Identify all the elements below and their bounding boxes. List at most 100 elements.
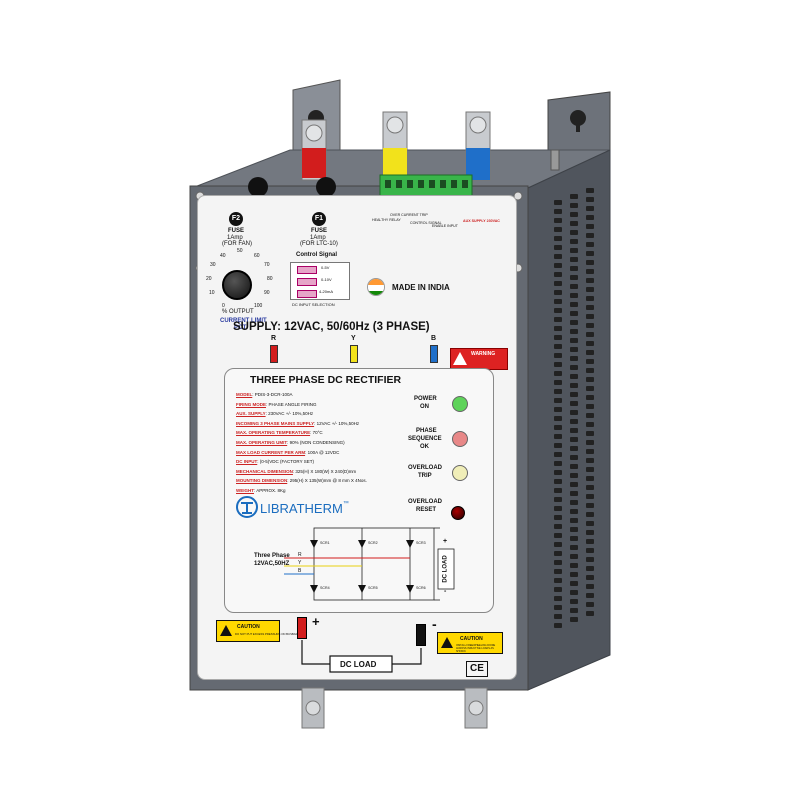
vent-slot <box>554 578 562 583</box>
spec-value: : PHASE ANGLE FIRING <box>266 401 317 407</box>
vent-slot <box>570 392 578 397</box>
overload-reset-button[interactable] <box>451 506 465 520</box>
vent-slot <box>570 617 578 622</box>
phase-marker-r <box>270 345 278 363</box>
brand-tm: ™ <box>342 501 349 507</box>
vent-slot <box>570 509 578 514</box>
vent-slot <box>586 278 594 283</box>
terminal-label: CONTROL SIGNAL <box>410 221 442 225</box>
vent-slot <box>570 455 578 460</box>
vent-slot <box>570 221 578 226</box>
vent-slot <box>586 602 594 607</box>
vent-slot <box>570 239 578 244</box>
output-terminal-negative <box>416 624 426 646</box>
vent-slot <box>554 605 562 610</box>
spec-row: WEIGHT: APPROX. 8Kg <box>236 487 286 494</box>
spec-value: : (0-5)VDC (FACTORY SET) <box>257 459 315 465</box>
terminal-label: ENABLE INPUT <box>432 224 458 228</box>
spec-row: INCOMING 3 PHASE MAINS SUPPLY: 12VAC +/-… <box>236 420 359 427</box>
spec-row: DC INPUT: (0-5)VDC (FACTORY SET) <box>236 458 314 465</box>
vent-slot <box>570 365 578 370</box>
vent-slot <box>554 335 562 340</box>
vent-slot <box>570 482 578 487</box>
pot-tick: 100 <box>254 303 263 309</box>
vent-slot <box>570 563 578 568</box>
spec-key: DC INPUT <box>236 459 258 465</box>
side-vents <box>548 160 604 660</box>
spec-value: : 230VAC +/- 10%,50Hz <box>265 411 314 417</box>
vent-slot <box>554 542 562 547</box>
vent-slot <box>554 371 562 376</box>
circuit-phase-b: B <box>298 568 302 574</box>
control-signal-caption: DC INPUT SELECTION <box>292 302 335 307</box>
vent-slot <box>554 479 562 484</box>
pot-title-line1: CURRENT LIMIT <box>220 318 267 324</box>
vent-slot <box>586 332 594 337</box>
vent-slot <box>586 413 594 418</box>
vent-slot <box>570 266 578 271</box>
spec-key: WEIGHT <box>236 488 254 493</box>
caution-left-title: CAUTION <box>237 624 260 630</box>
vent-slot <box>554 551 562 556</box>
brand-name: LIBRATHERM™ <box>260 501 349 516</box>
vent-slot <box>554 425 562 430</box>
vent-slot <box>554 524 562 529</box>
pot-tick: 40 <box>220 253 226 259</box>
vent-slot <box>554 317 562 322</box>
vent-slot <box>586 251 594 256</box>
vent-slot <box>554 200 562 205</box>
vent-slot <box>586 458 594 463</box>
vent-slot <box>554 281 562 286</box>
pot-output-label: % OUTPUT <box>222 309 254 315</box>
supply-rating: SUPPLY: 12VAC, 50/60Hz (3 PHASE) <box>233 321 430 333</box>
vent-slot <box>554 362 562 367</box>
vent-slot <box>586 494 594 499</box>
scr-label: SCR3 <box>416 541 426 545</box>
spec-key: AUX. SUPPLY <box>236 411 266 417</box>
vent-slot <box>586 557 594 562</box>
pot-title-line2: POT <box>234 325 247 331</box>
spec-value: : 295(H) X 135(W)mm @ 8 mm X 4Nos. <box>287 478 367 484</box>
vent-slot <box>554 560 562 565</box>
spec-row: MAX. OPERATING UMIT: 90% (NON CONDENSING… <box>236 439 345 446</box>
warning-icon <box>453 352 467 365</box>
busbar-blue <box>465 111 491 181</box>
indicator-overload-line2: TRIP <box>418 473 432 479</box>
circuit-input-line1: Three Phase <box>254 553 290 559</box>
vent-slot <box>554 434 562 439</box>
vent-slot <box>570 284 578 289</box>
vent-slot <box>586 503 594 508</box>
vent-slot <box>554 344 562 349</box>
spec-value: : 12VAC +/- 10%,50Hz <box>314 420 360 426</box>
spec-value: : 325(H) X 180(W) X 240(D)mm <box>292 468 357 474</box>
vent-slot <box>570 212 578 217</box>
vent-slot <box>554 515 562 520</box>
fuse-f2-badge: F2 <box>229 212 243 226</box>
vent-slot <box>570 347 578 352</box>
current-limit-knob[interactable] <box>222 270 252 300</box>
spec-key: MODEL <box>236 392 253 397</box>
vent-slot <box>570 545 578 550</box>
vent-slot <box>586 566 594 571</box>
vent-slot <box>554 272 562 277</box>
spec-value: : 70°C <box>310 430 323 436</box>
vent-slot <box>570 572 578 577</box>
vent-slot <box>586 197 594 202</box>
vent-slot <box>586 512 594 517</box>
vent-slot <box>586 224 594 229</box>
phase-label-y: Y <box>351 335 356 342</box>
vent-slot <box>570 356 578 361</box>
dip-switch[interactable] <box>290 262 350 300</box>
vent-slot <box>570 608 578 613</box>
vent-slot <box>570 293 578 298</box>
vent-slot <box>586 269 594 274</box>
spec-key: FIRING MODE <box>236 401 266 407</box>
india-flag-icon <box>367 278 385 296</box>
scr-label: SCR6 <box>416 586 426 590</box>
vent-slot <box>570 338 578 343</box>
vent-slot <box>586 395 594 400</box>
vent-slot <box>570 581 578 586</box>
indicator-power-line2: ON <box>420 404 429 410</box>
vent-slot <box>586 188 594 193</box>
vent-slot <box>586 260 594 265</box>
